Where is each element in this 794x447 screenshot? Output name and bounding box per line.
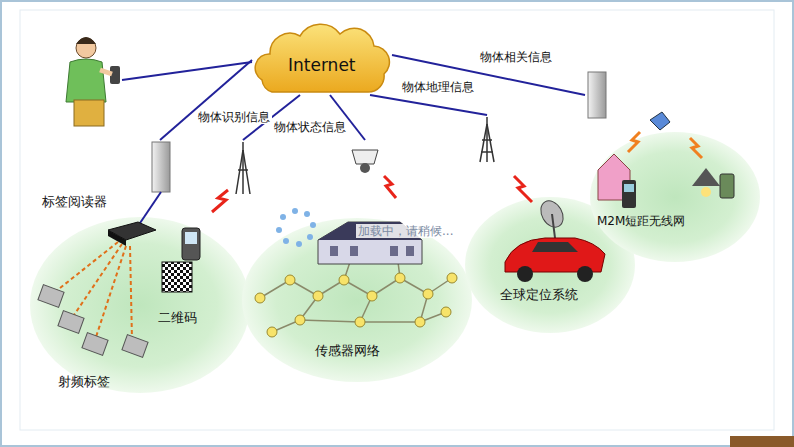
- inner-frame: [20, 10, 774, 430]
- region-ellipse: [30, 217, 250, 393]
- m2m-region: M2M短距无线网: [585, 80, 765, 265]
- edge-label: 物体相关信息: [478, 50, 554, 64]
- sensor-illustration: [255, 150, 457, 337]
- gps-illustration: [480, 117, 605, 282]
- connector-line: [370, 95, 487, 115]
- region-ellipse: [590, 132, 760, 262]
- region-label: 全球定位系统: [500, 287, 578, 303]
- sensor-network-region: 传感器网络: [240, 140, 475, 385]
- cloud-label: Internet: [288, 55, 356, 75]
- region-label: 标签阅读器: [42, 194, 107, 210]
- m2m-illustration: [588, 72, 734, 208]
- rfid-illustration: [38, 142, 250, 357]
- region-label: 二维码: [158, 310, 197, 326]
- connector-line: [160, 60, 252, 140]
- edge-label: 物体状态信息: [272, 120, 348, 134]
- edge-label: 物体识别信息: [196, 110, 272, 124]
- region-ellipse: [242, 218, 472, 382]
- region-label: 射频标签: [58, 374, 110, 390]
- rfid-region: 标签阅读器二维码射频标签: [30, 140, 250, 395]
- region-label: M2M短距无线网: [597, 214, 685, 228]
- corner-bar: [730, 436, 794, 447]
- edge-label: 物体地理信息: [400, 80, 476, 94]
- region-label: 传感器网络: [315, 343, 380, 359]
- loading-watermark: 加载中，请稍候...: [356, 224, 455, 238]
- internet-cloud-node: Internet: [252, 30, 392, 95]
- internet-cloud: [255, 24, 389, 92]
